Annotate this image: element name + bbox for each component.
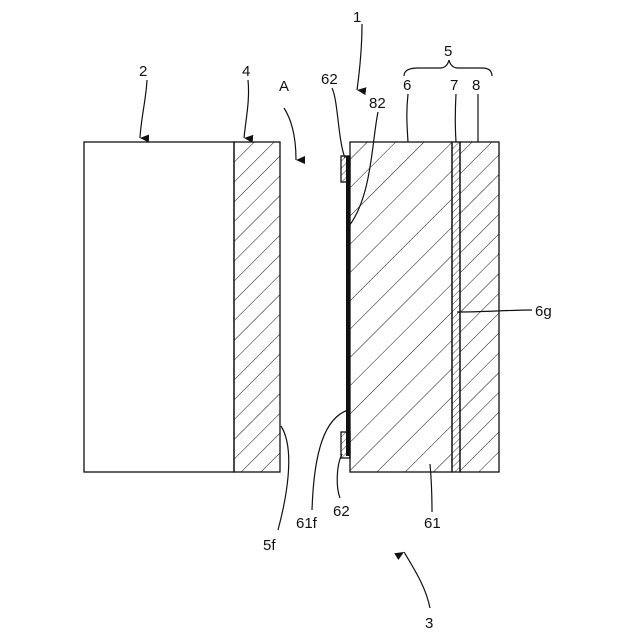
arrow-A bbox=[284, 108, 296, 160]
label-4: 4 bbox=[242, 63, 250, 80]
leader-1 bbox=[357, 24, 362, 90]
brace-5 bbox=[404, 60, 492, 76]
part-8-layer bbox=[460, 142, 499, 472]
label-6: 6 bbox=[403, 77, 411, 94]
label-62-top: 62 bbox=[321, 71, 338, 88]
label-1: 1 bbox=[353, 9, 361, 26]
leader-62-bottom bbox=[337, 454, 342, 498]
leader-61f bbox=[312, 410, 348, 510]
leader-62-top bbox=[332, 88, 345, 158]
arrow-3 bbox=[404, 552, 430, 608]
label-A: A bbox=[279, 78, 289, 95]
label-62-bottom: 62 bbox=[333, 503, 350, 520]
label-82: 82 bbox=[369, 95, 386, 112]
label-8: 8 bbox=[472, 77, 480, 94]
label-7: 7 bbox=[450, 77, 458, 94]
part-4-hatched-layer bbox=[234, 142, 280, 472]
part-7-thin-layer bbox=[452, 142, 460, 472]
part-2-block bbox=[84, 142, 234, 472]
spacer-62-bottom bbox=[341, 432, 350, 458]
leader-6 bbox=[407, 94, 408, 142]
leader-7 bbox=[455, 94, 456, 142]
label-61f: 61f bbox=[296, 515, 318, 532]
leader-4 bbox=[244, 80, 249, 138]
label-5: 5 bbox=[444, 43, 452, 60]
spacer-62-top bbox=[341, 156, 350, 182]
label-6g: 6g bbox=[535, 303, 552, 320]
label-61: 61 bbox=[424, 515, 441, 532]
leader-2 bbox=[140, 80, 147, 138]
label-3: 3 bbox=[425, 615, 433, 632]
label-2: 2 bbox=[139, 63, 147, 80]
label-5f: 5f bbox=[263, 537, 276, 554]
